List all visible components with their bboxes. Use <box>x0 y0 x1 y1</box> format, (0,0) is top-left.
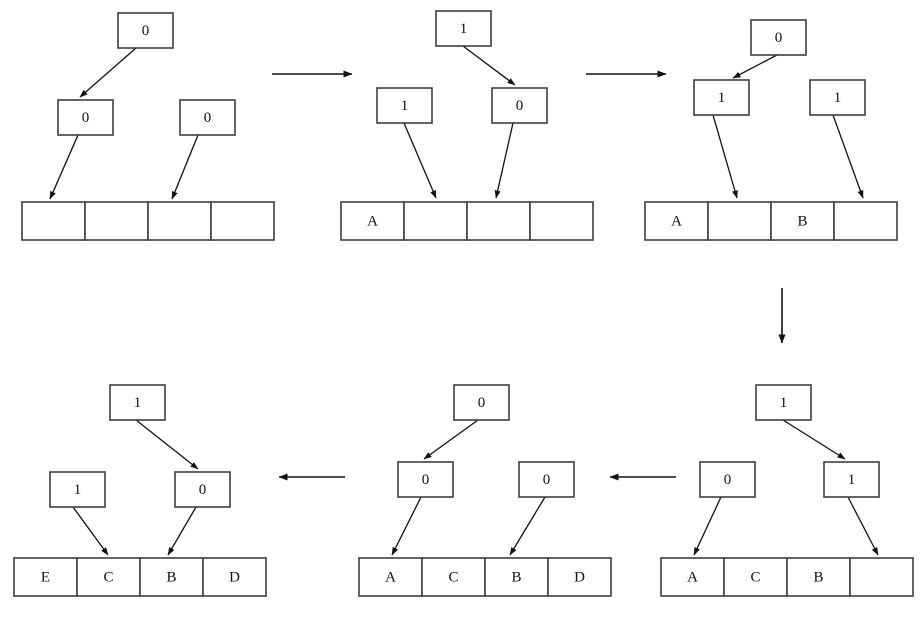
edge-left-child-to-cell-0 <box>49 134 79 200</box>
edge-root-to-left-child <box>79 47 137 98</box>
edge-root-to-left-child <box>423 419 479 460</box>
array-cell-label-0: E <box>41 569 50 585</box>
array-cell-label-0: A <box>367 213 378 229</box>
node-right-child[interactable] <box>823 461 880 498</box>
node-root[interactable] <box>117 12 174 49</box>
edge-right-child-to-cell-3 <box>847 496 879 556</box>
array-cell-1[interactable] <box>707 201 772 241</box>
edge-root-to-right-child <box>135 419 199 470</box>
edge-root-to-right-child <box>462 45 516 86</box>
node-root[interactable] <box>109 384 166 421</box>
edge-left-node-to-cell-0 <box>693 496 722 556</box>
node-left-child[interactable] <box>397 461 454 498</box>
array-cell-label-0: A <box>385 569 396 585</box>
node-right-node[interactable] <box>179 99 236 136</box>
array-cell-2[interactable] <box>139 557 204 597</box>
edge-left-child-to-cell-0 <box>391 496 422 556</box>
panel-6: E C B D 1 1 0 <box>13 384 267 597</box>
array-cell-3[interactable] <box>849 557 914 597</box>
node-label-left-node: 0 <box>724 472 732 488</box>
node-label-root: 1 <box>134 395 142 411</box>
array-cell-2[interactable] <box>466 201 531 241</box>
array-cell-label-1: C <box>448 569 458 585</box>
node-root[interactable] <box>755 384 812 421</box>
node-left-node[interactable] <box>49 471 106 508</box>
node-left-node[interactable] <box>699 461 756 498</box>
edge-left-child-to-cell-1 <box>712 114 738 199</box>
node-right-child[interactable] <box>491 87 548 124</box>
array-cell-3[interactable] <box>547 557 612 597</box>
node-label-root: 0 <box>142 23 150 39</box>
edge-right-node-to-cell-2 <box>171 134 199 200</box>
node-label-right-node: 0 <box>543 472 551 488</box>
array-cell-1[interactable] <box>84 201 149 241</box>
node-left-node[interactable] <box>376 87 433 124</box>
edge-right-node-to-cell-2 <box>509 496 546 556</box>
array-cell-label-2: B <box>797 213 807 229</box>
node-label-left-child: 0 <box>422 472 430 488</box>
array-cell-1[interactable] <box>403 201 468 241</box>
panel-3: A B 0 1 1 <box>644 19 898 241</box>
array-cell-3[interactable] <box>210 201 275 241</box>
edge-right-node-to-cell-3 <box>832 114 864 199</box>
panel-2: A 1 1 0 <box>340 10 594 241</box>
node-left-child[interactable] <box>57 99 114 136</box>
array-cell-1[interactable] <box>421 557 486 597</box>
node-label-right-child: 1 <box>848 472 856 488</box>
array-cell-3[interactable] <box>202 557 267 597</box>
node-right-node[interactable] <box>809 79 866 116</box>
node-label-left-node: 1 <box>74 482 82 498</box>
array-cell-label-3: D <box>574 569 585 585</box>
array-cell-label-2: B <box>813 569 823 585</box>
node-label-left-node: 1 <box>401 98 409 114</box>
edge-root-to-left-child <box>732 54 778 79</box>
node-label-root: 0 <box>775 30 783 46</box>
edge-left-node-to-cell-1 <box>403 122 437 199</box>
node-right-child[interactable] <box>174 471 231 508</box>
node-left-child[interactable] <box>693 79 750 116</box>
array-cell-0[interactable] <box>358 557 423 597</box>
array-cell-0[interactable] <box>21 201 86 241</box>
array-cell-3[interactable] <box>833 201 898 241</box>
panel-4: A C B 1 0 1 <box>660 384 914 597</box>
array-cell-label-1: C <box>103 569 113 585</box>
array-cell-3[interactable] <box>529 201 594 241</box>
edge-left-node-to-cell-1 <box>72 506 109 556</box>
node-label-root: 1 <box>780 395 788 411</box>
array-cell-label-0: A <box>671 213 682 229</box>
array-cell-label-0: A <box>687 569 698 585</box>
node-label-root: 1 <box>460 21 468 37</box>
edge-root-to-right-child <box>782 419 846 460</box>
node-root[interactable] <box>435 10 492 47</box>
array-cell-label-2: B <box>166 569 176 585</box>
node-label-root: 0 <box>478 395 486 411</box>
panel-5: A C B D 0 0 0 <box>358 384 612 597</box>
edge-right-child-to-cell-2 <box>167 506 197 556</box>
array-cell-label-3: D <box>229 569 240 585</box>
array-cell-label-1: C <box>750 569 760 585</box>
array-cell-label-2: B <box>511 569 521 585</box>
array-cell-2[interactable] <box>147 201 212 241</box>
node-label-right-child: 0 <box>516 98 524 114</box>
node-root[interactable] <box>750 19 807 56</box>
array-cell-0[interactable] <box>644 201 709 241</box>
array-cell-2[interactable] <box>484 557 549 597</box>
edge-right-child-to-cell-2 <box>494 122 514 199</box>
array-cell-1[interactable] <box>723 557 788 597</box>
node-label-right-node: 1 <box>834 90 842 106</box>
node-label-right-child: 0 <box>199 482 207 498</box>
array-cell-1[interactable] <box>76 557 141 597</box>
array-cell-2[interactable] <box>770 201 835 241</box>
node-label-right-node: 0 <box>204 110 212 126</box>
node-label-left-child: 0 <box>82 110 90 126</box>
flow-arrows-layer <box>272 70 786 481</box>
array-cell-0[interactable] <box>660 557 725 597</box>
node-label-left-child: 1 <box>718 90 726 106</box>
panel-1: 0 0 0 <box>21 12 275 241</box>
node-right-node[interactable] <box>518 461 575 498</box>
node-root[interactable] <box>453 384 510 421</box>
